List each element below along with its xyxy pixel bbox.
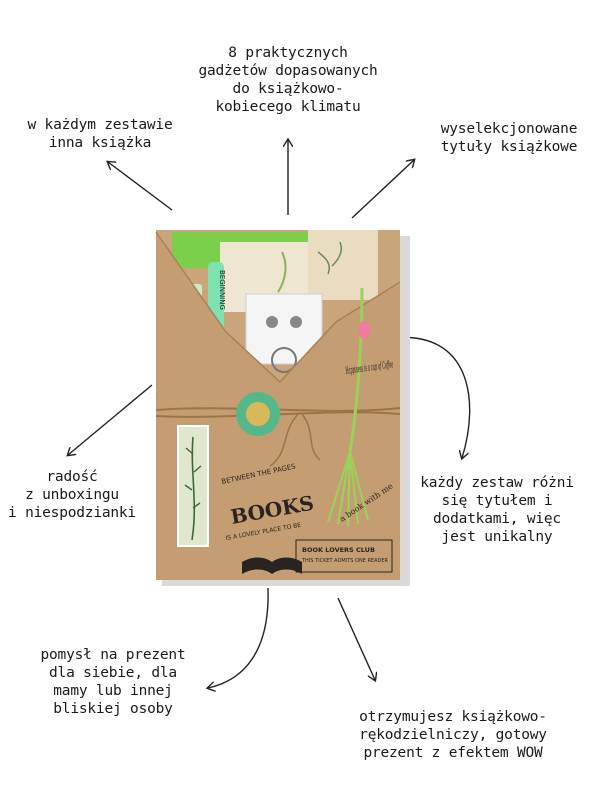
callout-gift-idea: pomysł na prezent dla siebie, dla mamy l… [40,647,186,717]
callout-unboxing-joy: radość z unboxingu i niespodzianki [8,469,136,521]
gift-package-photo: BEGINNING Happiness is a cup of Coffee B… [155,230,410,586]
floral-paper [308,230,378,300]
stamp-club-title: BOOK LOVERS CLUB [302,546,375,554]
callout-selected-titles: wyselekcjonowane tytuły książkowe [440,121,578,155]
arrow-gift-idea [208,587,269,688]
callout-unique-set: każdy zestaw różni się tytułem i dodatka… [420,475,574,545]
arrow-unboxing [68,384,153,455]
book-stamp-icon [242,557,302,574]
arrow-unique [391,336,471,458]
tassel [348,287,364,453]
pen-label: BEGINNING [218,270,226,310]
arrow-wow [337,597,375,680]
stamp-club-line: THIS TICKET ADMITS ONE READER [301,558,389,564]
arrow-selected-titles [351,160,414,219]
callout-every-set-book: w każdym zestawie inna książka [27,117,173,151]
callout-gadgets: 8 praktycznych gadżetów dopasowanych do … [198,45,378,115]
arrow-every-set [108,162,173,211]
callout-wow-gift: otrzymujesz książkowo- rękodzielniczy, g… [359,709,547,761]
